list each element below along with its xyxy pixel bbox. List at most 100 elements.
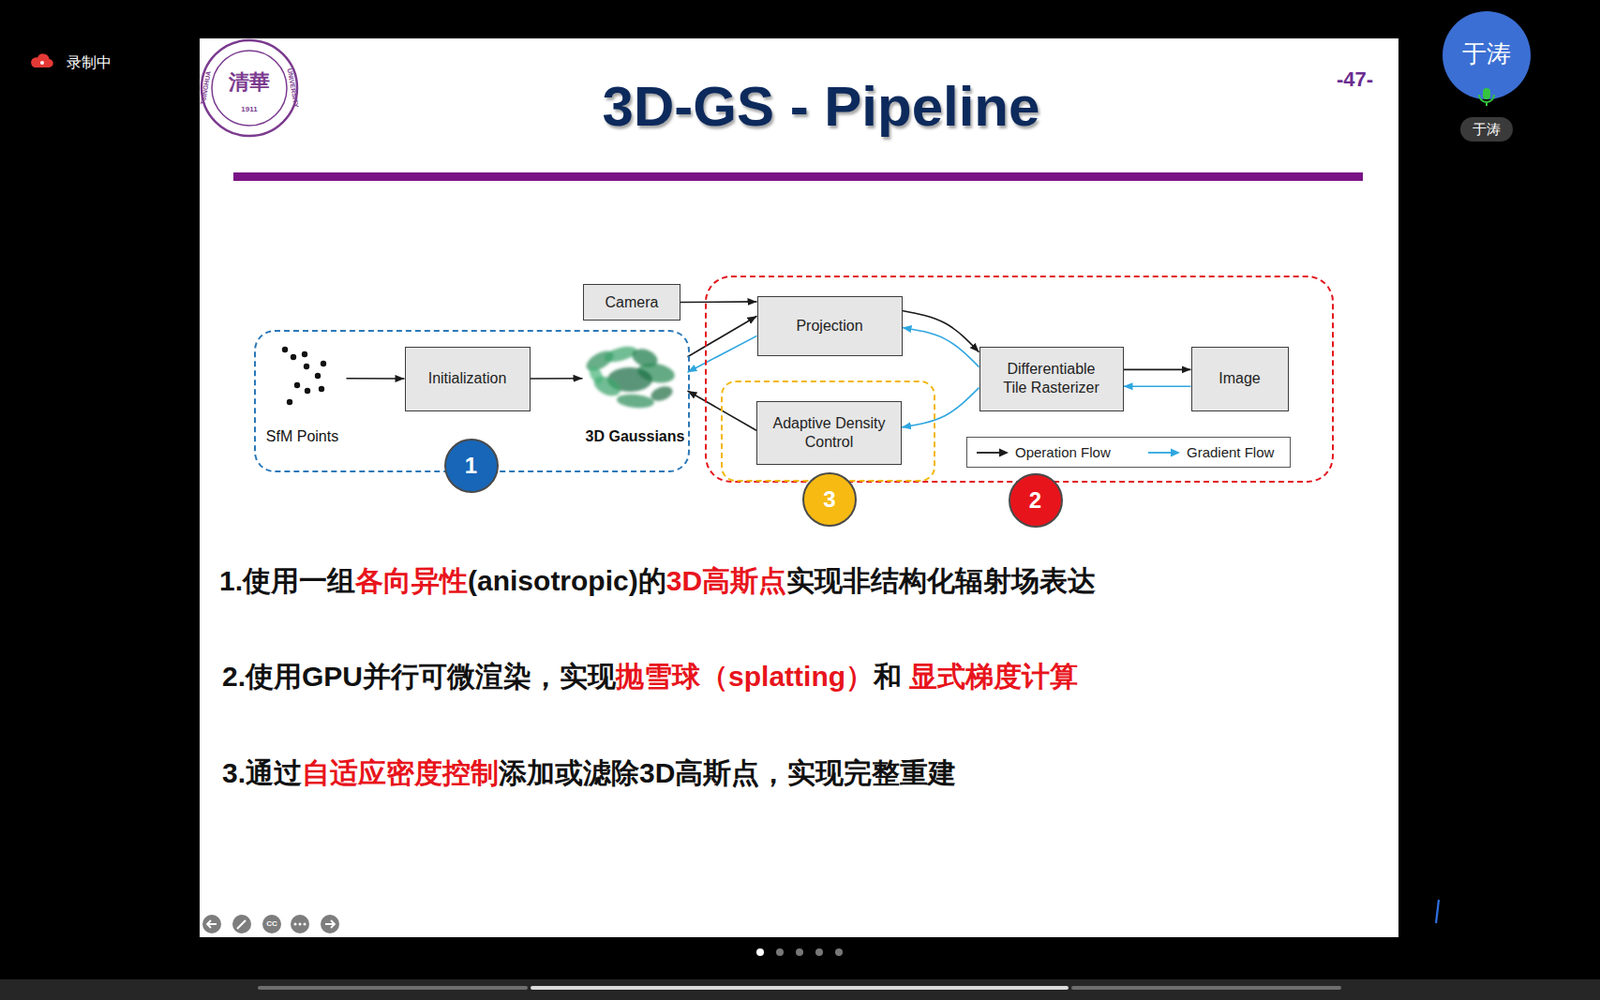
- toolbar-dot: [303, 923, 307, 927]
- bottom-bar: [0, 979, 1600, 1000]
- mic-icon: [1482, 88, 1491, 100]
- point: [286, 399, 293, 405]
- avatar-name: 于涛: [1462, 39, 1511, 69]
- points-figure: SfM Points: [258, 344, 347, 449]
- callout-circle: 1: [444, 438, 499, 494]
- recording-status: 录制中: [66, 53, 112, 72]
- legend-box: Operation Flow Gradient Flow: [966, 436, 1291, 468]
- point: [318, 386, 325, 392]
- stage-region: SfM PointsInitialization3D Gaussians1: [254, 329, 690, 473]
- flow-arrow: [1123, 385, 1192, 388]
- input-box: Camera: [583, 284, 681, 321]
- figure-label: 3D Gaussians: [585, 428, 686, 446]
- avatar-circle: [1442, 11, 1531, 100]
- gaussian: [615, 392, 655, 409]
- toolbar-button: [320, 914, 340, 934]
- flow-arrow: [687, 315, 758, 357]
- box-label: Image: [1218, 369, 1260, 389]
- plain-text: 1.使用一组: [219, 565, 356, 597]
- scroll-thumb: [530, 986, 1069, 990]
- highlight-text: 各向异性: [355, 565, 468, 597]
- toolbar-button: [290, 914, 310, 934]
- plain-text: 3.通过: [222, 757, 302, 789]
- logo-text: TSINGHUA: [199, 70, 214, 105]
- toolbar-button: [262, 914, 282, 934]
- bullet-point: 3.通过自适应密度控制添加或滤除3D高斯点，实现完整重建: [222, 756, 957, 791]
- page-number: -47-: [1336, 67, 1374, 92]
- callout-number: 1: [464, 452, 478, 479]
- flow-arrow: [902, 311, 980, 353]
- record-icon: [30, 53, 54, 68]
- callout-circle: 3: [802, 472, 857, 527]
- highlight-text: 自适应密度控制: [301, 757, 499, 789]
- legend-arrowhead: [999, 448, 1009, 457]
- legend-item: Operation Flow: [976, 437, 1111, 467]
- page-dot-active: [756, 948, 764, 957]
- process-box: Projection: [757, 296, 903, 357]
- flow-arrow: [902, 327, 980, 367]
- point: [304, 388, 311, 394]
- point: [282, 346, 288, 353]
- title-rule: [233, 172, 1363, 181]
- page-dot: [776, 948, 784, 957]
- legend-sample: [1148, 447, 1181, 459]
- box-label: Initialization: [428, 369, 508, 389]
- stage-region: Adaptive Density Control3: [720, 380, 936, 482]
- toolbar-dot: [294, 923, 298, 927]
- flow-arrow: [901, 388, 980, 428]
- slide-background: [199, 38, 1399, 938]
- legend-arrowhead: [1170, 448, 1181, 457]
- point: [314, 373, 321, 379]
- flow-arrow: [1123, 369, 1192, 372]
- toolbar-arrow: [207, 920, 217, 928]
- process-box: Adaptive Density Control: [756, 401, 902, 465]
- callout-number: 3: [822, 486, 836, 513]
- highlight-text: 3D高斯点: [666, 565, 787, 597]
- legend-text: Gradient Flow: [1186, 444, 1274, 461]
- box-label: Camera: [605, 293, 659, 313]
- bullet-point: 2.使用GPU并行可微渲染，实现抛雪球（splatting）和 显式梯度计算: [222, 659, 1078, 694]
- toolbar-arrow: [325, 920, 335, 928]
- scroll-segment: [1071, 986, 1342, 990]
- legend-text: Operation Flow: [1015, 444, 1111, 461]
- page-dot: [815, 948, 823, 957]
- toolbar-pen: [237, 920, 246, 929]
- legend-item: Gradient Flow: [1148, 437, 1274, 467]
- callout-circle: 2: [1008, 473, 1063, 528]
- process-box: Initialization: [404, 346, 531, 412]
- figure-label: SfM Points: [266, 428, 339, 446]
- sfm-points: [282, 346, 327, 405]
- gaussians-figure: [583, 343, 676, 410]
- point: [294, 382, 300, 389]
- logo-text: UNIVERSITY: [284, 68, 300, 109]
- plain-text: 2.使用GPU并行可微渲染，实现: [222, 660, 616, 692]
- process-box: Differentiable Tile Rasterizer: [979, 346, 1124, 412]
- callout-number: 2: [1029, 487, 1042, 514]
- plain-text: 实现非结构化辐射场表达: [786, 565, 1096, 597]
- flow-arrow: [680, 300, 758, 303]
- page-dot: [795, 948, 804, 957]
- legend-line: [976, 451, 1002, 454]
- bullet-point: 1.使用一组各向异性(anisotropic)的3D高斯点实现非结构化辐射场表达: [219, 564, 1096, 599]
- toolbar-icon-text: CC: [266, 919, 278, 929]
- output-box: Image: [1191, 346, 1289, 412]
- flow-arrow: [346, 377, 405, 380]
- name-pill: [1460, 117, 1513, 142]
- toolbar-dot: [299, 923, 302, 927]
- point: [290, 354, 297, 360]
- gaussians-figure: 3D Gaussians: [583, 344, 688, 449]
- box-label: Adaptive Density Control: [772, 414, 887, 452]
- point: [320, 360, 327, 367]
- flow-arrow: [530, 377, 584, 380]
- plain-text: 添加或滤除3D高斯点，实现完整重建: [498, 757, 957, 789]
- page-dot: [835, 948, 843, 957]
- logo-ring: [201, 40, 298, 136]
- legend-line: [1148, 451, 1173, 454]
- flow-arrow: [687, 335, 758, 373]
- gaussian: [586, 363, 606, 386]
- toolbar-button: [202, 914, 222, 934]
- point: [303, 363, 310, 370]
